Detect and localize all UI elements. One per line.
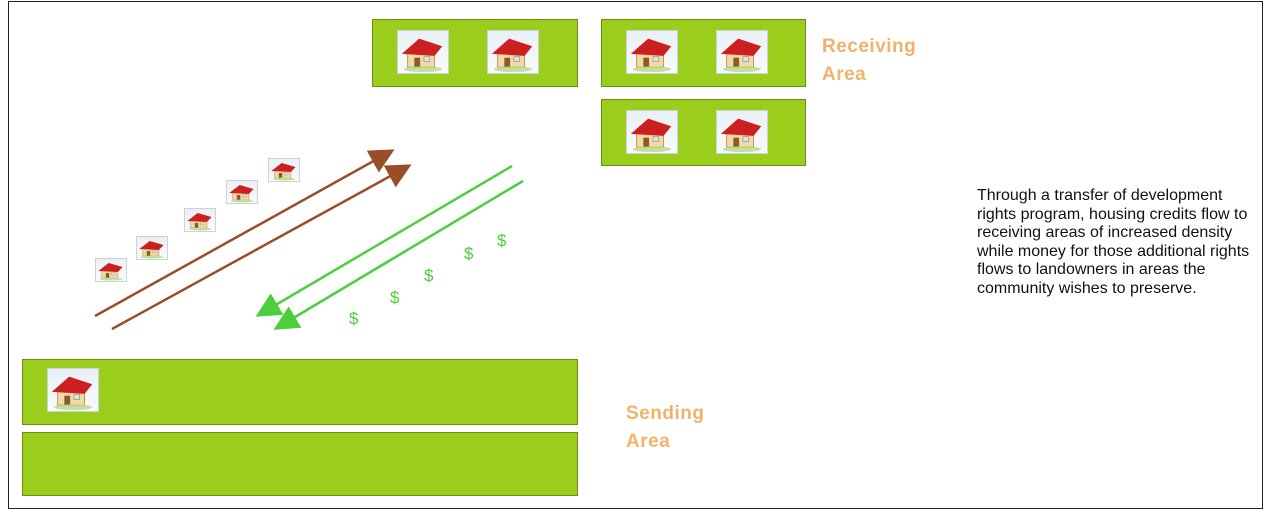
receiving-plot-3 <box>601 99 806 166</box>
house-icon <box>47 368 99 412</box>
house-icon <box>716 30 768 74</box>
house-icon <box>716 110 768 154</box>
house-icon <box>487 30 539 74</box>
house-icon <box>95 258 127 282</box>
dollar-sign: $ <box>390 288 400 307</box>
receiving-plot-1 <box>372 19 578 87</box>
house-icon <box>268 158 300 182</box>
sending-plot-1 <box>22 359 578 425</box>
dollar-sign: $ <box>497 231 507 250</box>
diagram-frame <box>8 1 1263 509</box>
receiving-plot-2 <box>601 19 806 87</box>
dollar-sign: $ <box>464 244 474 263</box>
sending-plot-2 <box>22 432 578 496</box>
house-icon <box>184 208 216 232</box>
sending-area-label: Sending Area <box>626 400 704 456</box>
house-icon <box>626 30 678 74</box>
dollar-sign: $ <box>349 309 359 328</box>
house-icon <box>226 180 258 204</box>
house-icon <box>397 30 449 74</box>
sending-area-label-line-1: Sending <box>626 403 705 424</box>
diagram-caption: Through a transfer of development rights… <box>977 187 1250 297</box>
receiving-area-label-line-1: Receiving <box>822 36 917 57</box>
dollar-sign: $ <box>424 266 434 285</box>
sending-area-label-line-2: Area <box>626 431 671 452</box>
receiving-area-label-line-2: Area <box>822 64 867 85</box>
house-icon <box>136 236 168 260</box>
house-icon <box>626 110 678 154</box>
receiving-area-label: Receiving Area <box>822 33 916 89</box>
